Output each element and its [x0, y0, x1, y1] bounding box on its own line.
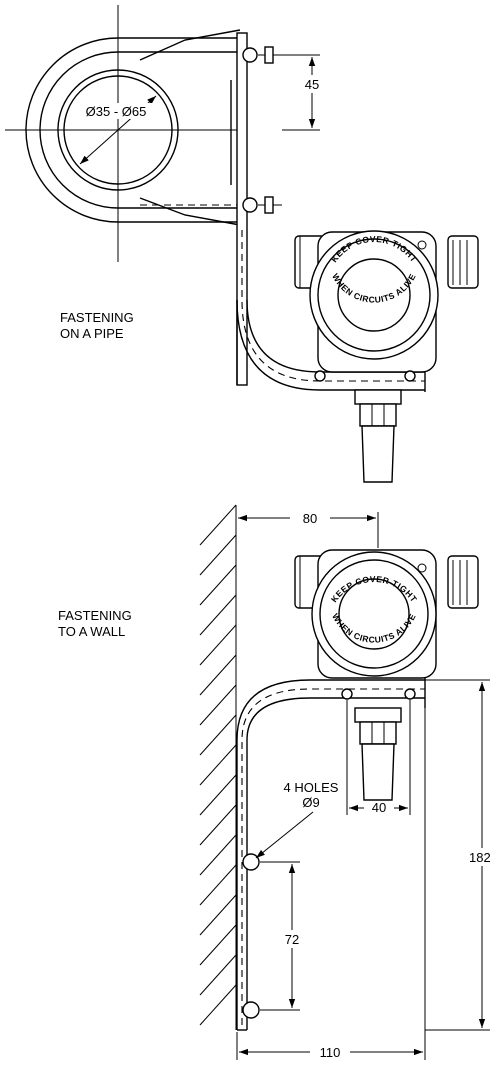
wall-mount-view: 80 FASTENING TO A WALL 4 HOLES Ø9 72 40	[58, 504, 490, 1061]
pipe-mount-view: Ø35 - Ø65 45 FASTENING ON A PIPE	[5, 5, 479, 483]
bracket-bend-outer	[236, 299, 425, 391]
right-cable-gland-2	[447, 555, 479, 609]
holes-label-line1: 4 HOLES	[284, 780, 339, 795]
dim-182-label: 182	[469, 850, 490, 865]
wall-hole-upper	[242, 853, 260, 871]
arm-hole-left	[341, 688, 353, 700]
bottom-bolt	[242, 196, 282, 214]
ground-screw-2	[417, 563, 427, 573]
process-neck	[354, 389, 402, 405]
saddle-top	[139, 29, 241, 61]
top-bolt	[242, 46, 282, 64]
dim-110-label: 110	[320, 1045, 341, 1060]
wall-bracket-centerline	[241, 688, 425, 1025]
wall-bracket-inner	[246, 697, 425, 1030]
wall-bracket-outer	[236, 679, 425, 1030]
wall-hole-lower	[242, 1001, 260, 1019]
arm-bolt-right	[404, 370, 416, 382]
right-cable-gland	[447, 235, 479, 289]
dim-40-label-bg	[364, 799, 394, 816]
dim-45-label: 45	[305, 77, 319, 92]
hex-fitting-2	[359, 721, 397, 745]
holes-leader	[255, 811, 314, 859]
dim-40-label: 40	[372, 800, 386, 815]
transmitter-top: KEEP COVER TIGHT WHEN CIRCUITS ALIVE	[294, 230, 479, 483]
dim-80-label-bg	[290, 508, 330, 526]
threaded-connection-2	[361, 743, 395, 801]
arm-hole-right	[404, 688, 416, 700]
dim-80-label: 80	[303, 511, 317, 526]
transmitter-bottom: KEEP COVER TIGHT WHEN CIRCUITS ALIVE	[294, 549, 479, 801]
u-bolt-outer	[25, 37, 245, 223]
pipe-inner-circle	[63, 75, 173, 185]
pipe-diameter-label-bg	[80, 103, 152, 119]
wall-hatching	[199, 504, 237, 1030]
pipe-outer-circle	[57, 69, 179, 191]
ground-screw	[417, 240, 427, 250]
holes-label-line2: Ø9	[302, 795, 319, 810]
cover-window	[337, 258, 411, 332]
pipe-caption-line1: FASTENING	[60, 310, 134, 325]
pipe-caption-line2: ON A PIPE	[60, 326, 124, 341]
u-bolt-inner	[39, 51, 245, 209]
process-neck-2	[354, 707, 402, 723]
saddle-bottom	[139, 197, 241, 226]
bracket-hidden-centerline	[241, 230, 425, 382]
hex-fitting	[359, 403, 397, 427]
dim-72-label: 72	[285, 932, 299, 947]
threaded-connection	[361, 425, 395, 483]
dim-72-label-bg	[278, 930, 306, 948]
pipe-diameter-label: Ø35 - Ø65	[86, 104, 147, 119]
arm-bolt-left	[314, 370, 326, 382]
wall-caption-line1: FASTENING	[58, 608, 132, 623]
dim-45-label-bg	[298, 75, 326, 93]
wall-caption-line2: TO A WALL	[58, 624, 125, 639]
bracket-bend-inner	[246, 299, 425, 373]
cover-window-2	[338, 578, 410, 650]
dim-110-label-bg	[310, 1043, 350, 1061]
dim-182-label-bg	[466, 848, 490, 866]
